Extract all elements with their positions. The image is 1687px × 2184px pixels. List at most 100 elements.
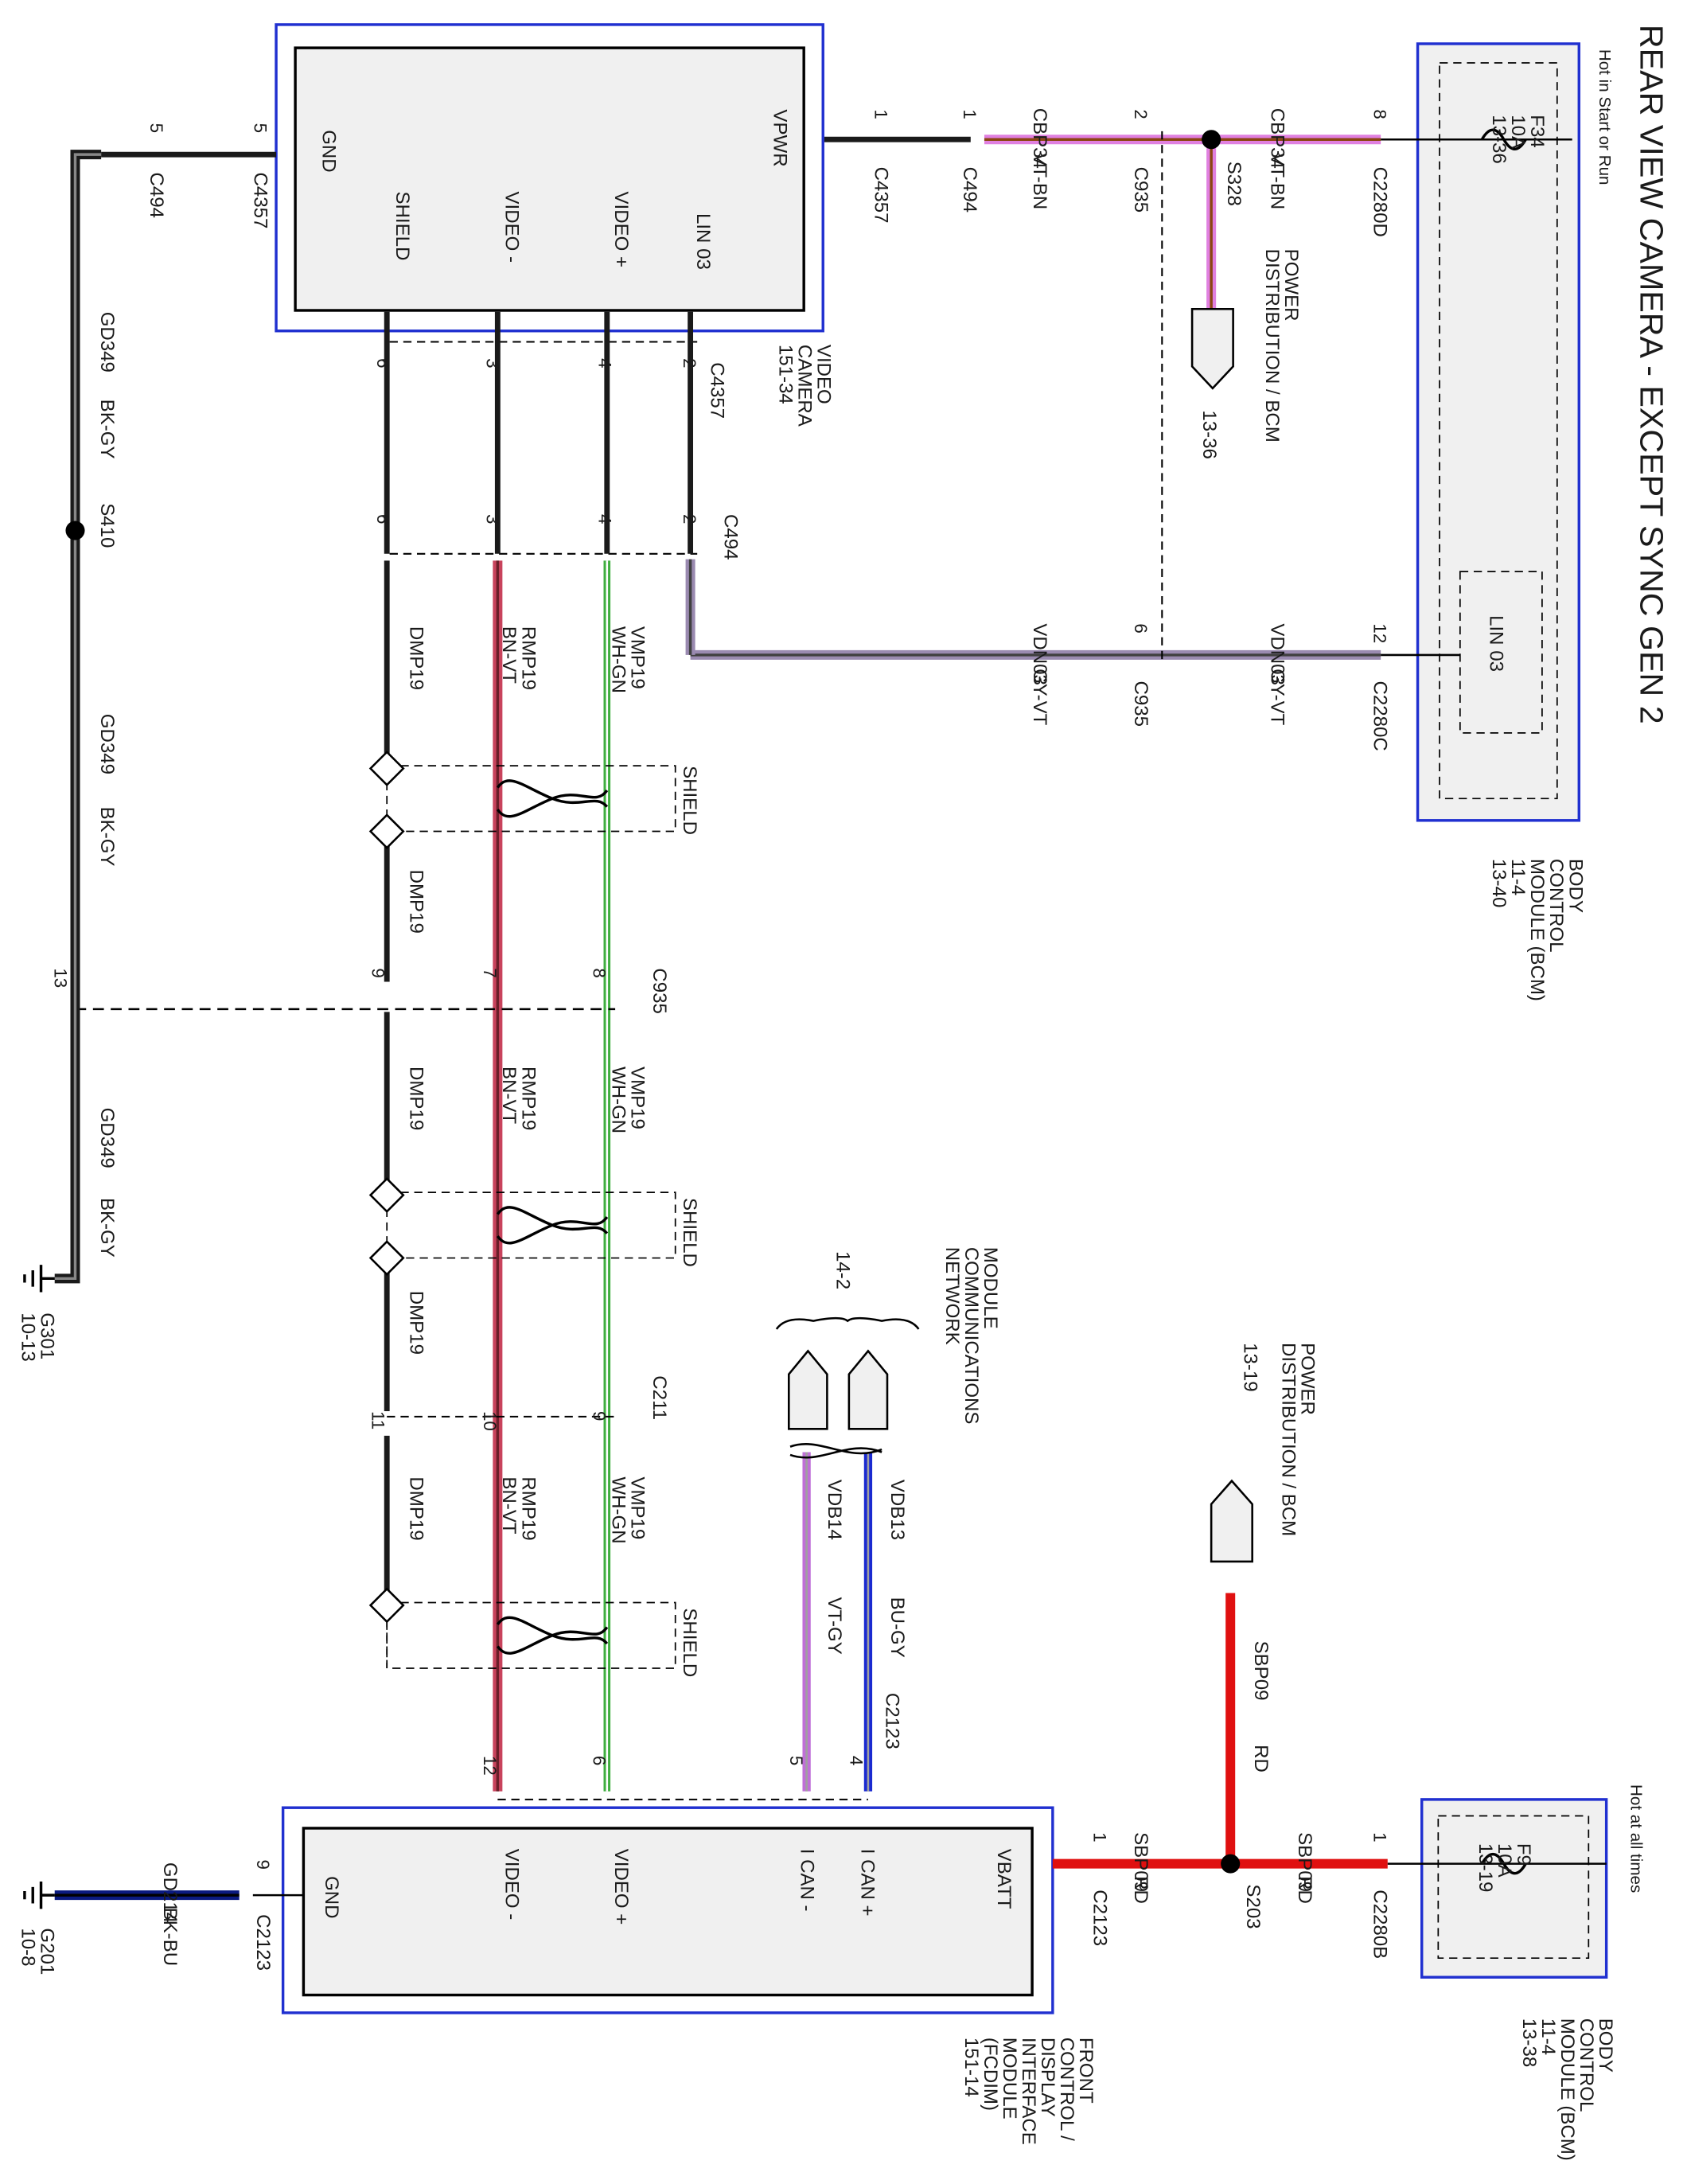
splice-s203: [1221, 1854, 1241, 1874]
pin-c935-6: 6: [1131, 623, 1151, 633]
pin-c935-2: 2: [1131, 109, 1151, 119]
vt-bn-label-left: VT-BN: [1029, 153, 1050, 209]
fuse-f9-icon: [1480, 1852, 1527, 1875]
bcm-top-name-4: 11-4: [1507, 859, 1529, 895]
rmp19-seg1: RMP19: [517, 626, 539, 690]
cbp34-label-left: CBP34: [1029, 108, 1050, 169]
camera-pin-vpwr: VPWR: [769, 109, 790, 166]
conn-c494-top: C494: [959, 167, 980, 213]
shield-box-2: [368, 1177, 676, 1276]
fcdim-name-7: 151-14: [960, 2038, 982, 2097]
gy-vt-label-left: GY-VT: [1029, 669, 1050, 726]
shield-label-3: SHIELD: [679, 1608, 700, 1677]
fcdim-pin-vbatt: VBATT: [993, 1849, 1015, 1909]
vdb13-label: VDB13: [886, 1480, 908, 1540]
fcdim-pin-gnd: GND: [321, 1876, 342, 1918]
rd-label-left: RD: [1130, 1876, 1151, 1904]
vmp19-seg2: VMP19: [627, 1067, 649, 1129]
conn-c4357-camera: C4357: [706, 362, 727, 419]
conn-c494-gnd: C494: [146, 172, 167, 218]
gd349-seg3: GD349: [96, 1108, 118, 1168]
bcm-bottom-name-5: 13-38: [1518, 2018, 1540, 2068]
shield-box-3: [368, 1587, 676, 1669]
wh-gn-seg2: WH-GN: [608, 1067, 629, 1133]
pin-c2123-4: 4: [847, 1756, 867, 1765]
pin-c935-8: 8: [590, 968, 610, 977]
bk-bu-label: BK-BU: [159, 1908, 181, 1966]
pin-c4357-4: 4: [594, 358, 614, 368]
network-arrow-vdb14: [787, 1349, 828, 1430]
pin-c4357-1: 1: [871, 109, 891, 119]
pin-c4357-2: 2: [680, 358, 699, 368]
bcm-top-name-1: BODY: [1564, 859, 1586, 913]
bcm-top-name-5: 13-40: [1488, 859, 1510, 908]
rmp19-seg2: RMP19: [517, 1067, 539, 1130]
bu-gy-label: BU-GY: [886, 1597, 908, 1658]
bcm-bottom-module: [1420, 1798, 1608, 1979]
camera-name-3: 151-34: [774, 345, 796, 404]
cbp34-label-right: CBP34: [1267, 108, 1288, 169]
pin-c2123-6: 6: [590, 1756, 610, 1765]
fcdim-name-6: (FCDIM): [980, 2038, 1001, 2111]
conn-c2280d: C2280D: [1369, 167, 1391, 237]
dmp19-seg2: DMP19: [405, 870, 427, 934]
pin-c494-4: 4: [594, 514, 614, 524]
network-label-1: MODULE: [980, 1247, 1001, 1329]
fcdim-name-3: DISPLAY: [1037, 2038, 1058, 2117]
fcdim-name-5: MODULE: [999, 2038, 1020, 2120]
bn-vt-seg1: BN-VT: [498, 626, 520, 684]
wire-cbp34-vt-bn: [984, 135, 1381, 312]
camera-pin-gnd: GND: [318, 130, 339, 172]
pin-c4357-5: 5: [251, 123, 271, 133]
dmp19-seg5: DMP19: [405, 1476, 427, 1540]
pin-c211-9: 9: [590, 1411, 610, 1421]
conn-c935-top: C935: [1130, 167, 1151, 213]
conn-c4357-gnd: C4357: [250, 172, 271, 228]
pin-c494-2: 2: [680, 514, 699, 524]
pin-c211-11: 11: [368, 1411, 388, 1429]
pin-c2123-9: 9: [253, 1859, 273, 1869]
power-dist-top-1: POWER: [1280, 249, 1302, 322]
dmp19-seg1: DMP19: [405, 626, 427, 690]
fcdim-pin-video-plus: VIDEO +: [610, 1849, 632, 1925]
camera-pin-lin: LIN 03: [692, 213, 714, 270]
ground-g301-name: G301: [37, 1312, 58, 1359]
rmp19-seg3: RMP19: [517, 1476, 539, 1540]
splice-s203-label: S203: [1242, 1884, 1264, 1929]
ground-g301-icon: [23, 1265, 55, 1293]
ground-g201-page: 10-8: [17, 1928, 38, 1966]
bcm-lin-pin: LIN 03: [1486, 615, 1507, 672]
ground-g201-icon: [23, 1881, 55, 1909]
conn-c2280b: C2280B: [1369, 1890, 1391, 1959]
conn-c211: C211: [649, 1375, 670, 1420]
fcdim-pin-video-minus: VIDEO -: [501, 1849, 523, 1921]
power-dist-bottom-3: 13-19: [1239, 1343, 1260, 1392]
conn-c2123-vbatt: C2123: [1089, 1890, 1110, 1946]
power-distribution-arrow-top: [1190, 307, 1234, 390]
pin-c935-9: 9: [368, 968, 388, 977]
fuse-f34-name: F34: [1526, 115, 1548, 147]
wh-gn-seg3: WH-GN: [608, 1476, 629, 1543]
vt-bn-label-right: VT-BN: [1267, 153, 1288, 209]
pin-c2123-12: 12: [480, 1756, 500, 1776]
gd214-label: GD214: [159, 1862, 181, 1923]
shield-label-1: SHIELD: [679, 766, 700, 835]
dmp19-seg3: DMP19: [405, 1067, 427, 1130]
power-dist-bottom-2: DISTRIBUTION / BCM: [1277, 1343, 1299, 1536]
camera-name-2: CAMERA: [793, 345, 815, 427]
pin-c494-1: 1: [960, 109, 980, 119]
pin-c935-7: 7: [480, 968, 500, 977]
labels-layer: REAR VIEW CAMERA - EXCEPT SYNC GEN 2Hot …: [17, 25, 1669, 2161]
video-camera-module: [275, 23, 824, 333]
bk-gy-seg1: BK-GY: [96, 400, 118, 459]
conn-c2123-gnd: C2123: [252, 1914, 274, 1971]
conn-c935-inline: C935: [649, 968, 670, 1014]
sbp09-label-right: SBP09: [1294, 1832, 1315, 1892]
bk-gy-seg3: BK-GY: [96, 1198, 118, 1258]
network-page-ref: 14-2: [832, 1251, 853, 1289]
splice-s328-label: S328: [1223, 162, 1245, 206]
bcm-top-name-2: CONTROL: [1545, 859, 1567, 953]
fuse-f34-icon: [1480, 128, 1527, 150]
conn-c2123-can: C2123: [881, 1693, 902, 1749]
